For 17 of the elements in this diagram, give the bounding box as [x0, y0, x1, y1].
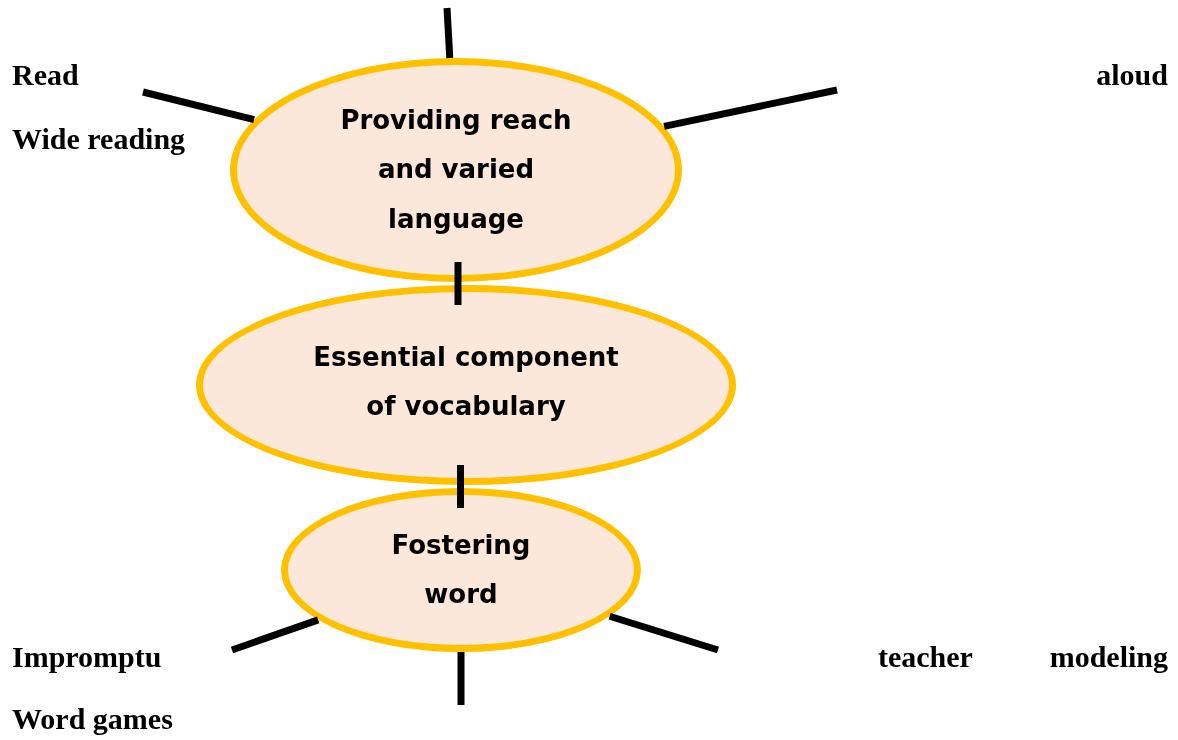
- line: [454, 262, 462, 305]
- line: [142, 88, 255, 124]
- label-text: Impromptu: [12, 640, 162, 674]
- line: [663, 86, 838, 130]
- line: [230, 616, 320, 654]
- label-text: modeling: [1049, 640, 1168, 674]
- label-text: aloud: [1096, 58, 1168, 92]
- node-text: Fostering word: [390, 528, 532, 611]
- label-text: teacher: [878, 640, 973, 674]
- label-text: Word games: [12, 702, 173, 736]
- node-text: Providing reach and varied language: [339, 103, 573, 236]
- line: [608, 612, 720, 654]
- line: [457, 465, 464, 508]
- line: [443, 7, 454, 59]
- label-text: Wide reading: [12, 122, 186, 156]
- label-text: Read: [12, 58, 79, 92]
- node-text: Essential component of vocabulary: [312, 340, 620, 423]
